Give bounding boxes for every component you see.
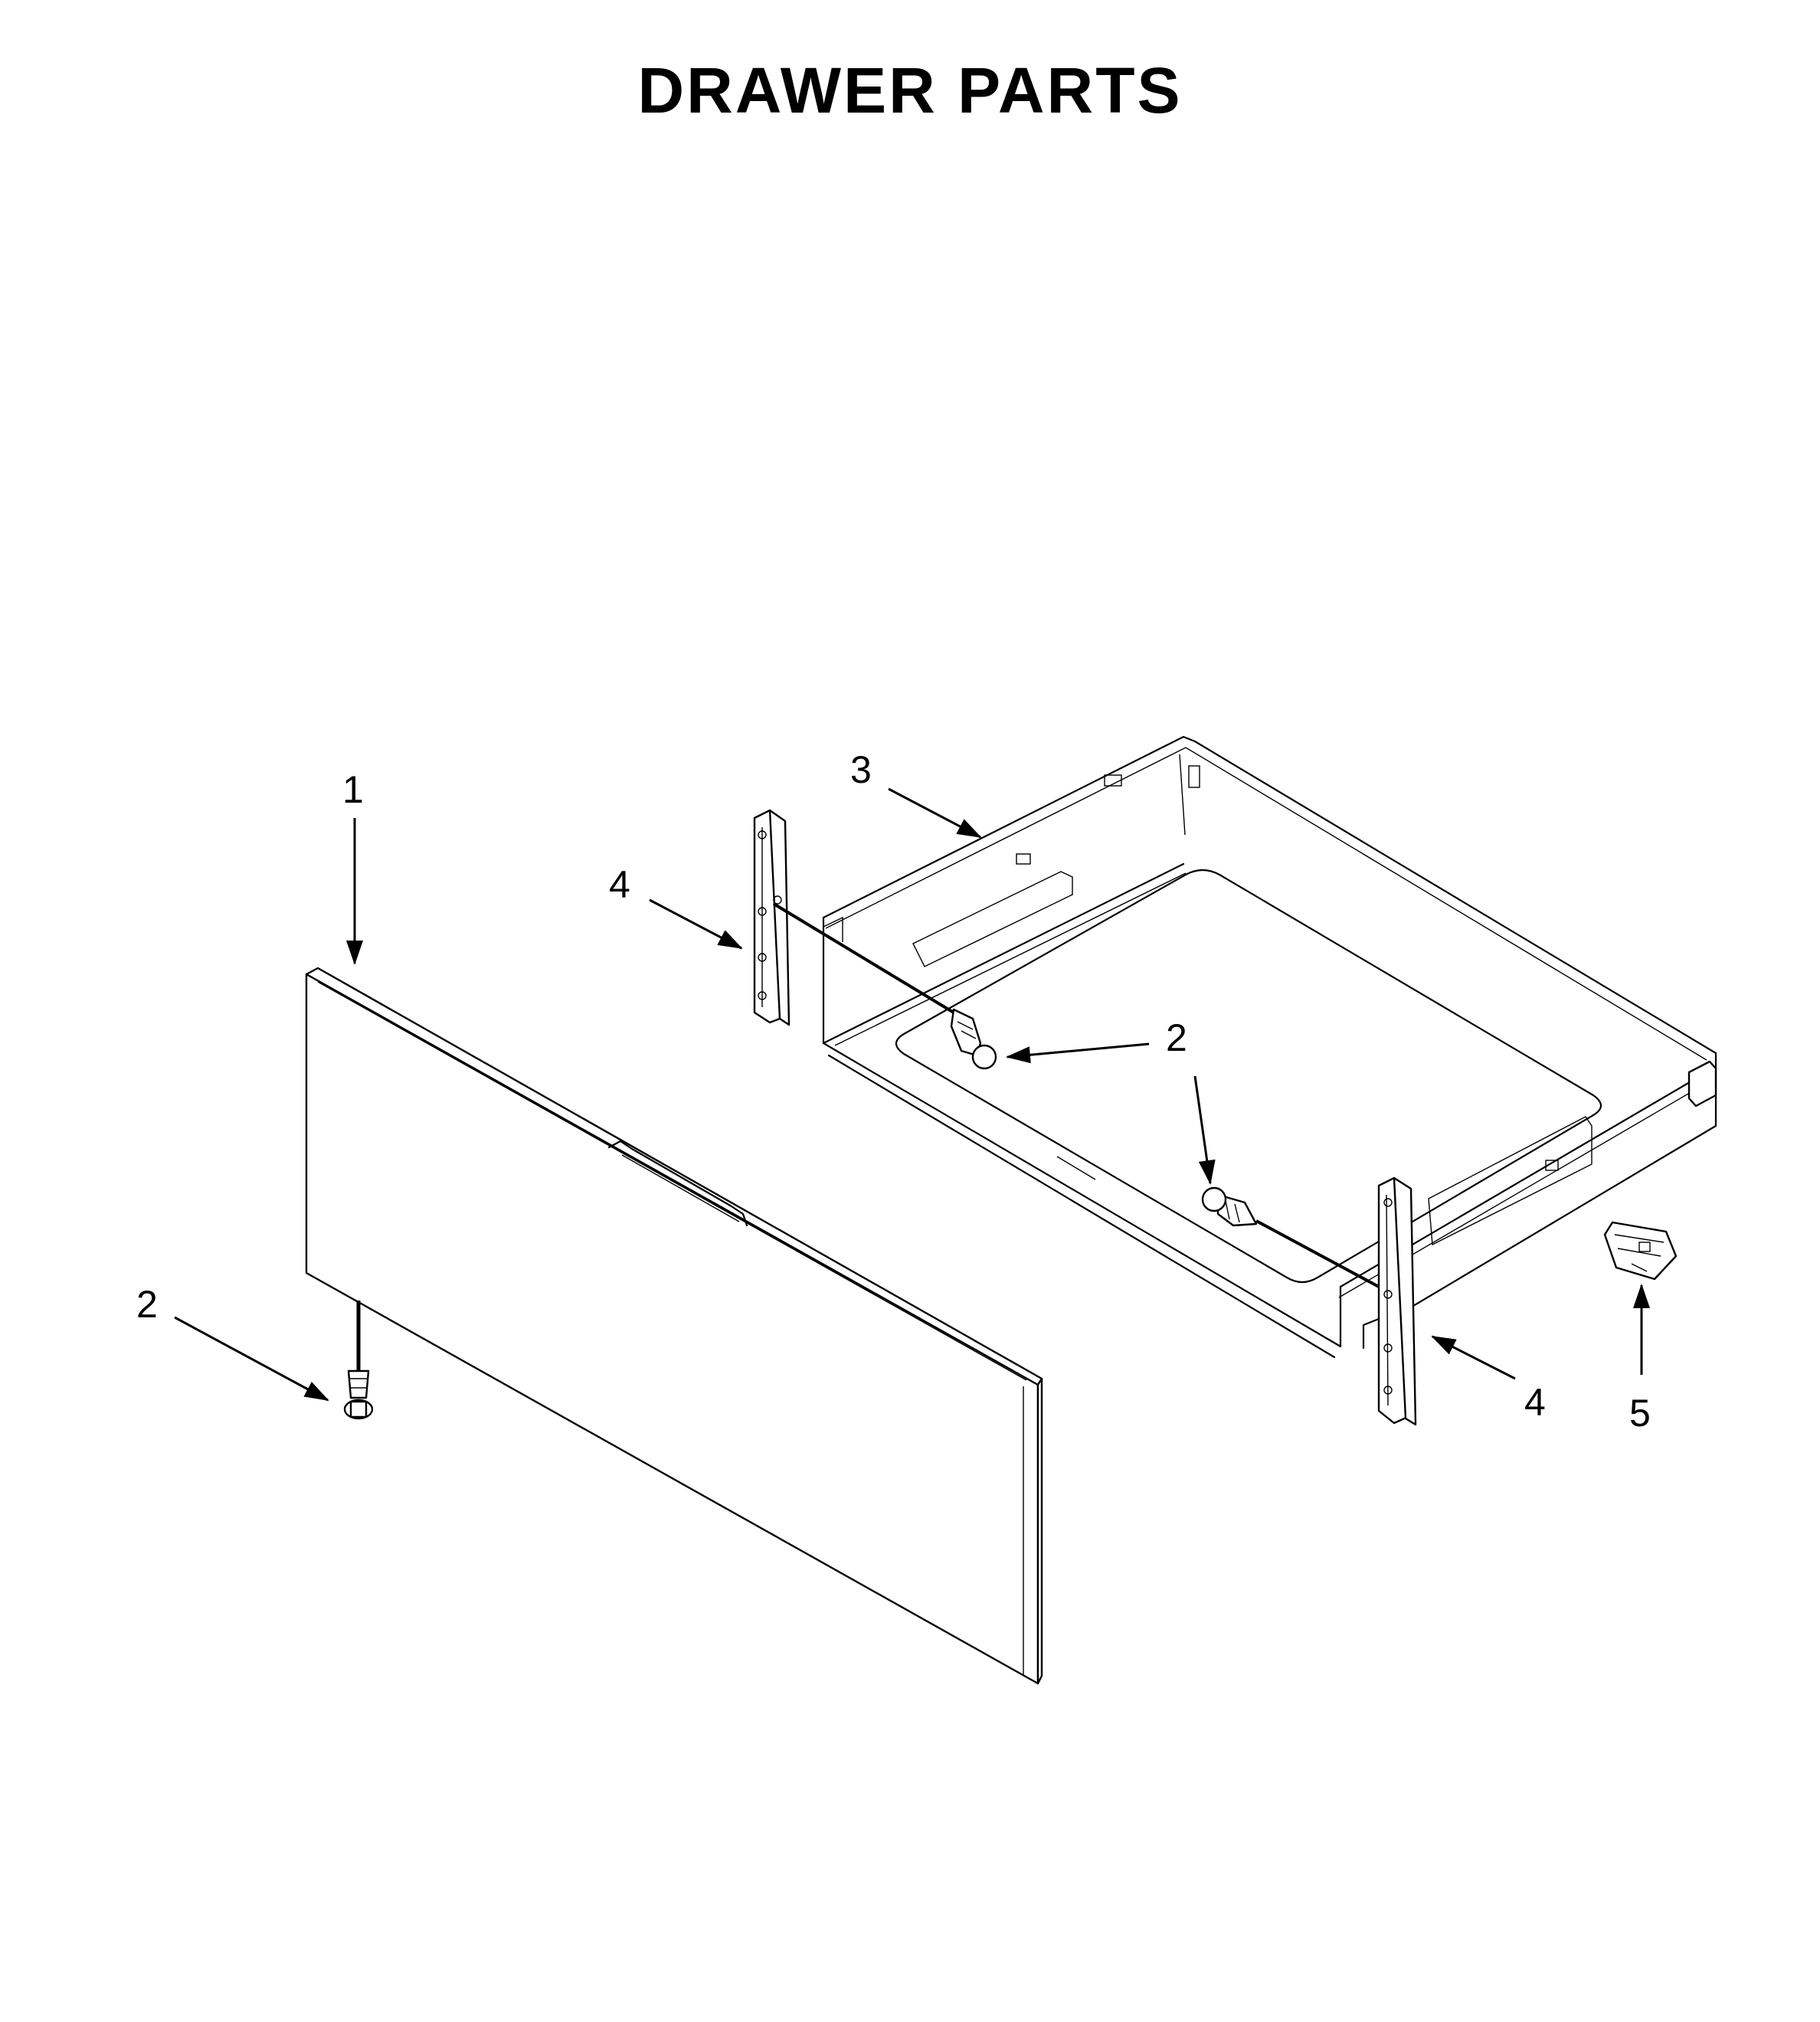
callout-right-bracket: 4 — [1524, 1381, 1546, 1424]
page-title: DRAWER PARTS — [637, 54, 1183, 126]
callout-drawer-body: 3 — [850, 748, 872, 791]
callout-drawer-panel: 1 — [342, 768, 364, 811]
callout-screw-left-slide: 2 — [1166, 1016, 1187, 1059]
drawer-clip — [1603, 1221, 1678, 1281]
screw-bottom — [343, 1301, 374, 1420]
callout-clip: 5 — [1629, 1392, 1651, 1435]
screw-right-slide — [1201, 1186, 1380, 1288]
left-bracket — [753, 809, 791, 1026]
callout-left-bracket: 4 — [609, 863, 630, 906]
drawer-body — [822, 735, 1717, 1359]
screw-left-slide — [772, 902, 997, 1070]
callout-screw-bottom: 2 — [136, 1283, 158, 1326]
right-bracket — [1377, 1176, 1417, 1426]
drawer-front-panel — [305, 967, 1043, 1685]
callout-leaders — [174, 787, 1650, 1402]
